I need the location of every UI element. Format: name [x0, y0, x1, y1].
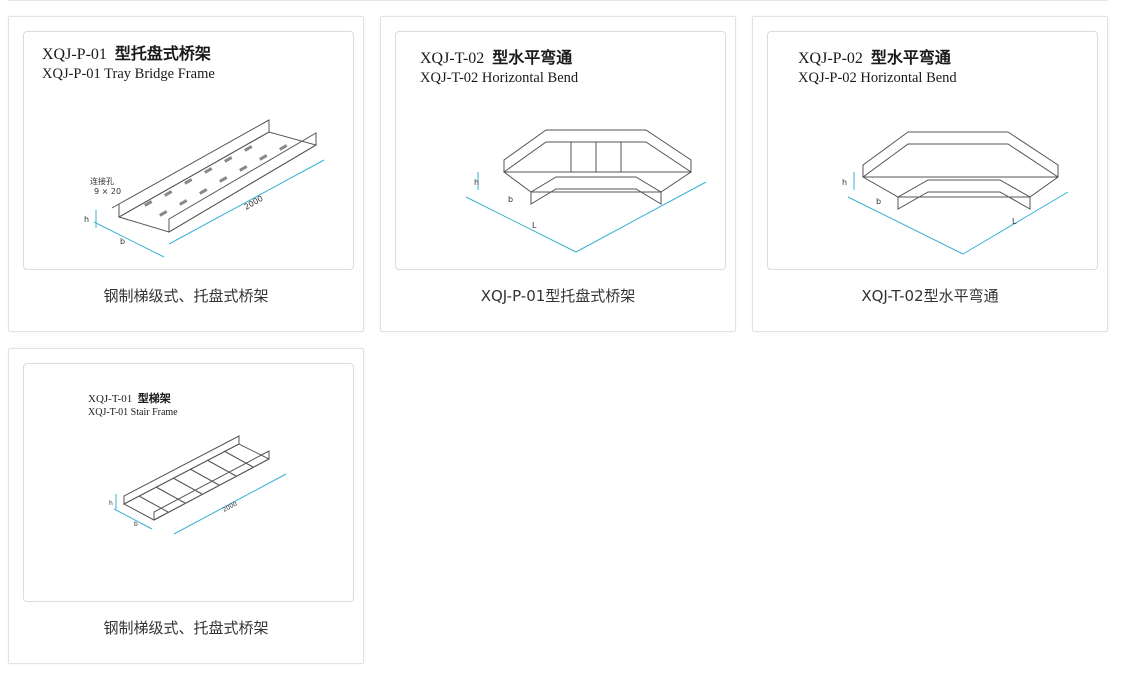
product-image[interactable]: XQJ-T-02 型水平弯通 XQJ-T-02 Horizontal Bend …	[395, 31, 726, 270]
svg-text:9 × 20: 9 × 20	[94, 187, 121, 196]
svg-text:2000: 2000	[222, 500, 239, 513]
card-caption[interactable]: 钢制梯级式、托盘式桥架	[103, 619, 269, 637]
horizontal-bend-drawing: h b L	[842, 131, 1069, 255]
tray-bridge-drawing: 2000 b h 连接孔 9 × 20	[84, 119, 325, 258]
svg-text:h: h	[474, 178, 479, 187]
product-image[interactable]: XQJ-P-01 型托盘式桥架 XQJ-P-01 Tray Bridge Fra…	[23, 31, 354, 270]
svg-text:h: h	[84, 215, 89, 224]
card-caption[interactable]: 钢制梯级式、托盘式桥架	[103, 287, 269, 305]
product-image[interactable]: XQJ-T-01 型梯架 XQJ-T-01 Stair Frame 2000	[23, 363, 354, 602]
svg-text:b: b	[120, 237, 125, 246]
card-caption[interactable]: XQJ-T-02型水平弯通	[861, 287, 999, 305]
image-title-en: XQJ-T-01 Stair Frame	[88, 407, 178, 418]
card-caption[interactable]: XQJ-P-01型托盘式桥架	[480, 287, 636, 305]
product-card-tray-frame[interactable]: XQJ-P-01 型托盘式桥架 XQJ-P-01 Tray Bridge Fra…	[8, 16, 364, 332]
image-title-zh: XQJ-T-01 型梯架	[88, 393, 171, 405]
image-title-zh: XQJ-P-01 型托盘式桥架	[42, 46, 211, 63]
svg-text:L: L	[1012, 217, 1017, 226]
product-image[interactable]: XQJ-P-02 型水平弯通 XQJ-P-02 Horizontal Bend …	[767, 31, 1098, 270]
svg-text:b: b	[508, 195, 513, 204]
image-title-en: XQJ-P-02 Horizontal Bend	[798, 70, 957, 86]
svg-text:b: b	[876, 197, 881, 206]
svg-text:L: L	[532, 221, 537, 230]
image-title-en: XQJ-T-02 Horizontal Bend	[420, 70, 579, 86]
product-card-stair-frame[interactable]: XQJ-T-01 型梯架 XQJ-T-01 Stair Frame 2000	[8, 348, 364, 664]
image-title-en: XQJ-P-01 Tray Bridge Frame	[42, 66, 215, 82]
product-card-horizontal-bend-p02[interactable]: XQJ-P-02 型水平弯通 XQJ-P-02 Horizontal Bend …	[752, 16, 1108, 332]
svg-text:2000: 2000	[243, 194, 265, 212]
top-divider	[8, 0, 1108, 1]
stair-frame-drawing: 2000 b h	[109, 435, 287, 535]
image-title-zh: XQJ-P-02 型水平弯通	[798, 50, 951, 67]
product-card-horizontal-bend-t02[interactable]: XQJ-T-02 型水平弯通 XQJ-T-02 Horizontal Bend …	[380, 16, 736, 332]
svg-text:b: b	[134, 521, 138, 528]
svg-text:h: h	[109, 500, 113, 507]
svg-text:h: h	[842, 178, 847, 187]
svg-text:连接孔: 连接孔	[90, 176, 114, 186]
image-title-zh: XQJ-T-02 型水平弯通	[420, 50, 573, 67]
horizontal-bend-drawing: h b L	[465, 129, 707, 253]
